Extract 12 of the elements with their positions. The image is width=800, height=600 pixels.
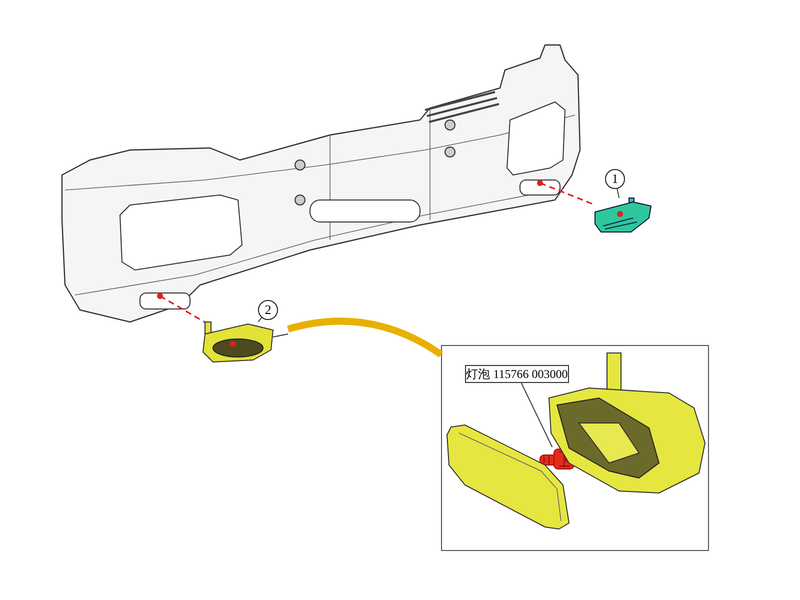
dashed-guide-line (540, 182, 594, 205)
connector-band (287, 318, 443, 358)
leader-line (616, 188, 620, 198)
fog-lamp-drawing (593, 198, 653, 234)
callout-number: 1 (605, 169, 625, 189)
dashed-guide-line (160, 295, 205, 323)
leader-line (520, 382, 553, 448)
leader-line (258, 317, 262, 322)
detail-inset (441, 345, 709, 551)
callout-number: 2 (258, 300, 278, 320)
part-label: 灯泡 115766 003000 (465, 365, 569, 383)
lens-drawing (445, 425, 571, 531)
